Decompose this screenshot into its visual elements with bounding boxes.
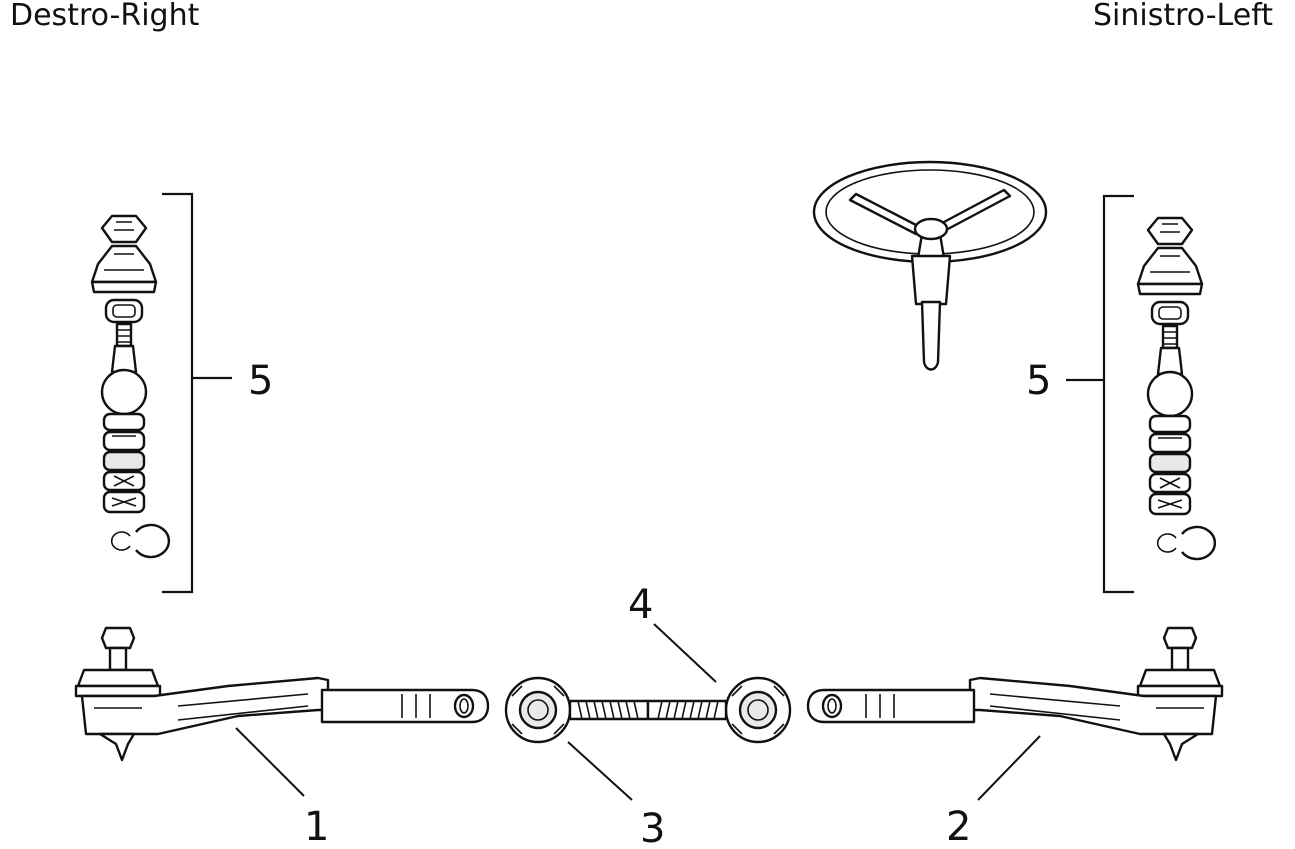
leader-1: [235, 727, 305, 797]
leader-4: [653, 623, 717, 683]
ball-joint-kit-left-side: [1066, 194, 1217, 594]
tie-rod-end-right: [74, 626, 490, 762]
adjuster-clamp-3: [504, 676, 650, 744]
leader-3: [567, 741, 633, 801]
leader-2: [977, 735, 1041, 801]
steering-wheel-icon: [812, 160, 1048, 371]
callout-3: 3: [640, 806, 665, 849]
callout-5-left: 5: [248, 358, 273, 404]
ball-joint-kit-right-side: [90, 192, 232, 594]
tie-rod-end-left: [806, 626, 1224, 762]
label-destro-right: Destro-Right: [10, 0, 200, 33]
label-sinistro-left: Sinistro-Left: [1093, 0, 1273, 33]
adjuster-clamp-4: [646, 676, 792, 744]
callout-2: 2: [946, 804, 971, 849]
callout-1: 1: [304, 804, 329, 849]
callout-5-right: 5: [1026, 358, 1051, 404]
callout-4: 4: [628, 582, 653, 628]
